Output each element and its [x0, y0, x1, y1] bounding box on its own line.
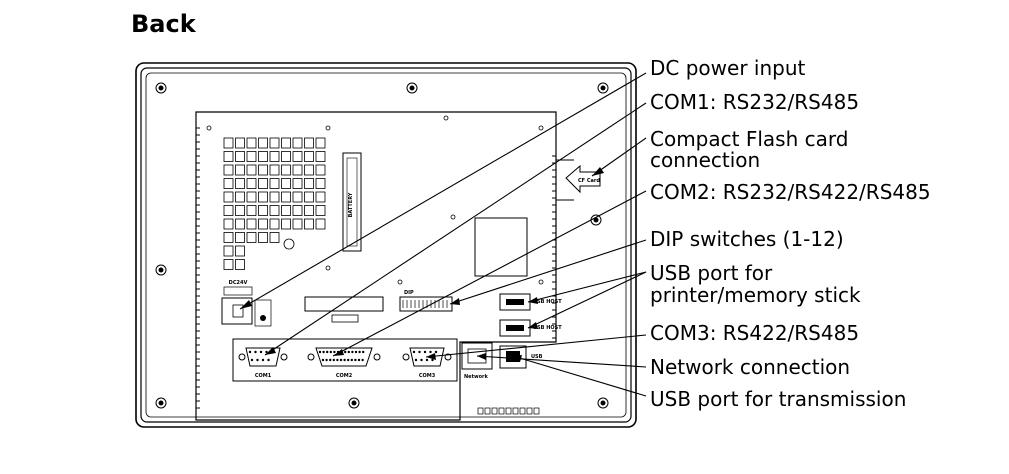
- vent-grid: [223, 137, 326, 270]
- svg-text:COM3: COM3: [419, 373, 436, 379]
- callout-com3: COM3: RS422/RS485: [650, 321, 860, 345]
- callout-usb-printer-line2: printer/memory stick: [650, 283, 861, 307]
- cf-card-slot: CF Card: [556, 159, 601, 201]
- leader-lines: [239, 72, 647, 397]
- callout-dc-power: DC power input: [650, 56, 806, 80]
- cover-ticks: [196, 127, 556, 409]
- callout-com1: COM1: RS232/RS485: [650, 90, 860, 114]
- svg-text:USB HOST: USB HOST: [533, 299, 562, 305]
- page-title: Back: [131, 10, 196, 38]
- callout-dip: DIP switches (1-12): [650, 227, 844, 251]
- svg-text:USB: USB: [531, 354, 543, 360]
- cover-holes: [206, 115, 544, 285]
- svg-text:COM2: COM2: [336, 373, 353, 379]
- callout-com2: COM2: RS232/RS422/RS485: [650, 180, 931, 204]
- com2-connector: COM2: [307, 347, 381, 379]
- expansion-connector: [304, 296, 384, 312]
- callout-cf-line2: connection: [650, 148, 761, 172]
- com3-connector: COM3: [402, 347, 452, 379]
- svg-text:COM1: COM1: [255, 373, 272, 379]
- leader-arrowheads: [240, 167, 604, 362]
- outer-frame: [135, 62, 637, 428]
- inner-frame-2: [145, 72, 627, 418]
- callout-cf-line1: Compact Flash card: [650, 127, 849, 151]
- callout-usb-transmission: USB port for transmission: [650, 387, 907, 411]
- battery-slot: [342, 152, 362, 252]
- callout-usb-printer-line1: USB port for: [650, 261, 773, 285]
- svg-text:CF Card: CF Card: [578, 178, 600, 184]
- back-cover: [195, 111, 557, 421]
- bottom-vents: [477, 407, 540, 415]
- label-area: [474, 217, 528, 277]
- dip-label: DIP: [404, 290, 414, 296]
- com1-connector: COM1: [238, 347, 288, 379]
- battery-label: BATTERY: [348, 192, 354, 217]
- dc24v-label: DC24V: [229, 280, 248, 286]
- svg-text:Network: Network: [464, 374, 488, 380]
- mounting-screws: [155, 82, 609, 409]
- svg-text:USB HOST: USB HOST: [533, 325, 562, 331]
- com-bay: [232, 338, 458, 382]
- callout-network: Network connection: [650, 355, 851, 379]
- dc-power-connector: [221, 297, 253, 325]
